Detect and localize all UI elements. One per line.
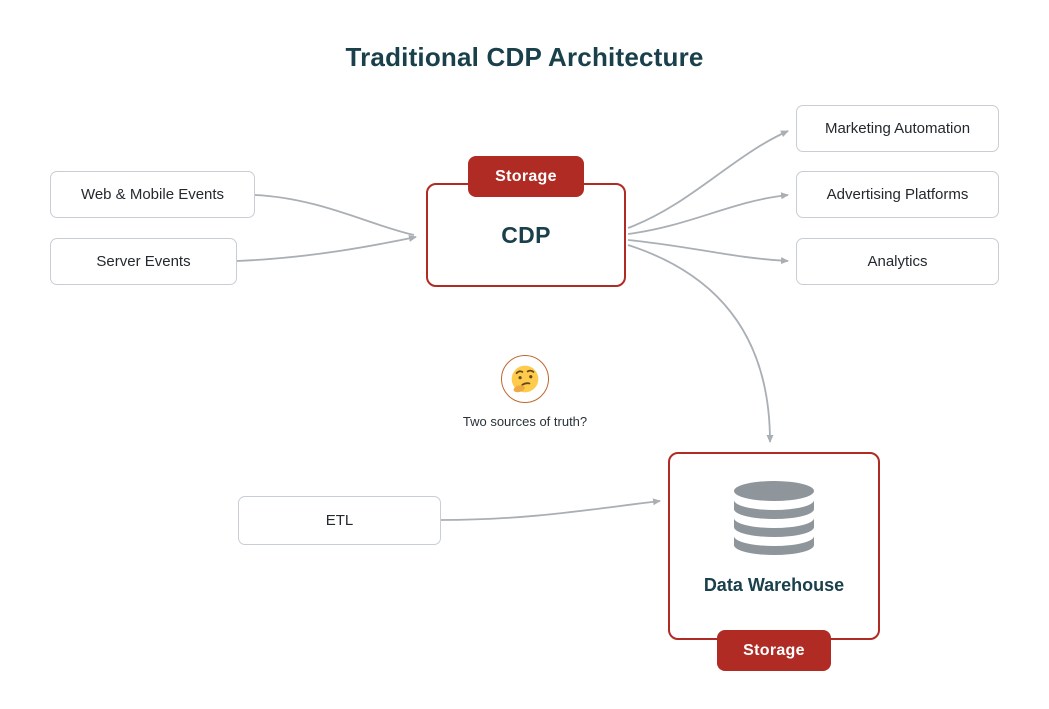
node-server-events: Server Events xyxy=(50,238,237,285)
storage-badge-cdp: Storage xyxy=(468,156,584,197)
node-label: Analytics xyxy=(867,253,928,270)
node-label: ETL xyxy=(325,512,354,529)
storage-badge-warehouse: Storage xyxy=(717,630,831,671)
node-web-mobile-events: Web & Mobile Events xyxy=(50,171,255,218)
data-warehouse-label: Data Warehouse xyxy=(703,575,845,595)
node-label: Marketing Automation xyxy=(824,120,971,137)
badge-label: Storage xyxy=(743,641,805,659)
node-analytics: Analytics xyxy=(796,238,999,285)
badge-label: Storage xyxy=(495,167,557,185)
node-label: Advertising Platforms xyxy=(826,186,969,203)
annotation-text: Two sources of truth? xyxy=(462,414,588,429)
node-data-warehouse: Data Warehouse xyxy=(668,452,880,640)
thinking-face-icon xyxy=(501,355,549,403)
cdp-label: CDP xyxy=(501,221,551,248)
database-icon xyxy=(730,480,818,563)
node-cdp: CDP xyxy=(426,183,626,287)
node-marketing-automation: Marketing Automation xyxy=(796,105,999,152)
node-label: Server Events xyxy=(96,253,191,270)
arrow-etl-to-warehouse xyxy=(440,498,661,521)
arrow-cdp-to-advertising xyxy=(627,192,789,235)
node-etl: ETL xyxy=(238,496,441,545)
arrow-web-mobile-to-cdp xyxy=(254,194,415,236)
node-label: Web & Mobile Events xyxy=(80,186,225,203)
diagram-title: Traditional CDP Architecture xyxy=(345,42,704,72)
arrow-server-to-cdp xyxy=(236,234,417,262)
arrow-cdp-to-marketing xyxy=(627,130,789,229)
node-advertising-platforms: Advertising Platforms xyxy=(796,171,999,218)
arrow-cdp-to-warehouse xyxy=(627,244,774,443)
arrow-cdp-to-analytics xyxy=(627,239,789,265)
